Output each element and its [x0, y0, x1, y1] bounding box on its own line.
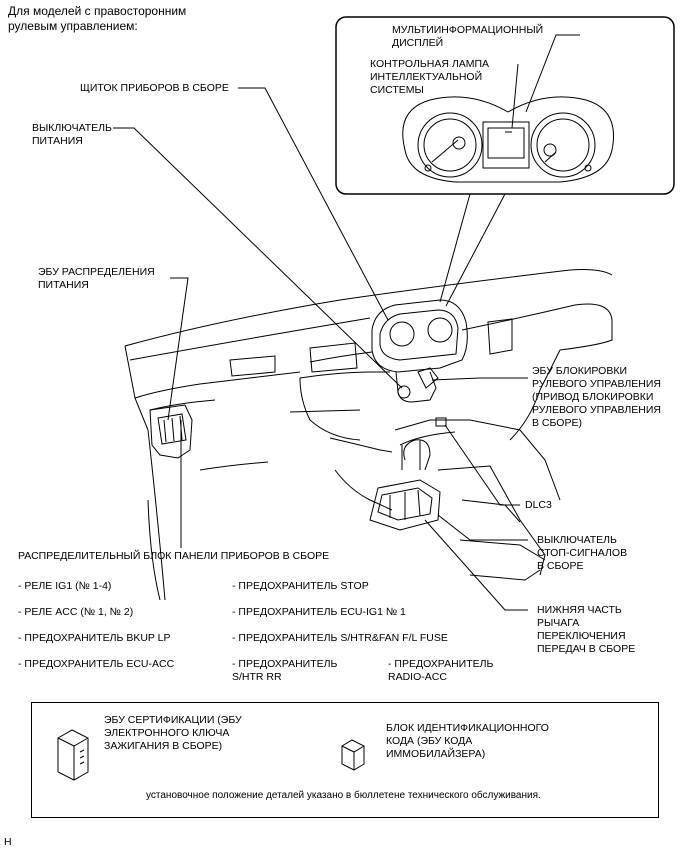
label-steering-lock-5: В СБОРЕ) — [532, 417, 582, 429]
label-shift-lever-2: РЫЧАГА — [537, 617, 580, 629]
certification-ecu-icon — [57, 729, 89, 781]
cert-ecu-label-2: ЭЛЕКТРОННОГО КЛЮЧА — [104, 727, 230, 739]
junction-item-fuse-shtr-fan: - ПРЕДОХРАНИТЕЛЬ S/HTR&FAN F/L FUSE — [232, 632, 448, 644]
header-line-2: рулевым управлением: — [8, 19, 138, 33]
label-smart-lamp-1: КОНТРОЛЬНАЯ ЛАМПА — [370, 58, 490, 70]
label-stop-switch-3: В СБОРЕ — [537, 560, 584, 572]
label-power-switch-2: ПИТАНИЯ — [32, 135, 83, 147]
cert-ecu-label-1: ЭБУ СЕРТИФИКАЦИИ (ЭБУ — [104, 714, 242, 726]
leader-dlc3 — [444, 424, 520, 506]
label-shift-lever-4: ПЕРЕДАЧ В СБОРЕ — [537, 643, 636, 655]
label-power-switch-1: ВЫКЛЮЧАТЕЛЬ — [32, 122, 112, 134]
air-vent-left — [309, 342, 358, 373]
shift-knob — [403, 439, 431, 471]
leader-steering-lock — [431, 377, 528, 381]
junction-item-fuse-stop: - ПРЕДОХРАНИТЕЛЬ STOP — [232, 580, 369, 592]
power-switch-knob — [397, 385, 411, 399]
junction-item-fuse-bkup: - ПРЕДОХРАНИТЕЛЬ BKUP LP — [18, 632, 171, 644]
junction-item-fuse-radio-1: - ПРЕДОХРАНИТЕЛЬ — [388, 658, 494, 670]
junction-item-relay-ig1: - РЕЛЕ IG1 (№ 1-4) — [18, 580, 112, 592]
footer-box — [31, 702, 659, 818]
label-multi-display-2: ДИСПЛЕЙ — [392, 37, 444, 49]
junction-item-relay-acc: - РЕЛЕ ACC (№ 1, № 2) — [18, 606, 134, 618]
label-shift-lever-3: ПЕРЕКЛЮЧЕНИЯ — [537, 630, 626, 642]
junction-item-fuse-shtr-rr-2: S/HTR RR — [232, 671, 282, 683]
label-steering-lock-1: ЭБУ БЛОКИРОВКИ — [532, 365, 628, 377]
junction-block-shape — [149, 404, 193, 459]
junction-item-fuse-shtr-rr-1: - ПРЕДОХРАНИТЕЛЬ — [232, 658, 338, 670]
id-code-box-icon — [341, 739, 365, 771]
label-combination-meter: ЩИТОК ПРИБОРОВ В СБОРЕ — [80, 82, 229, 94]
leader-power-switch — [113, 127, 403, 389]
leader-power-ecu — [167, 277, 189, 421]
label-power-ecu-2: ПИТАНИЯ — [38, 279, 89, 291]
inset-pointer-right — [445, 193, 506, 307]
dashboard-body — [124, 269, 613, 601]
shift-lever-assembly — [369, 479, 441, 531]
label-steering-lock-3: (ПРИВОД БЛОКИРОВКИ — [532, 391, 654, 403]
id-box-label-2: КОДА (ЭБУ КОДА — [386, 735, 473, 747]
footer-icons — [57, 729, 365, 781]
label-shift-lever-1: НИЖНЯЯ ЧАСТЬ — [537, 604, 622, 616]
label-stop-switch-2: СТОП-СИГНАЛОВ — [537, 547, 628, 559]
combination-meter-shape — [371, 299, 468, 373]
label-steering-lock-4: РУЛЕВОГО УПРАВЛЕНИЯ — [532, 404, 662, 416]
leader-multi-display — [525, 34, 580, 113]
cert-ecu-label-3: ЗАЖИГАНИЯ В СБОРЕ) — [104, 740, 223, 752]
id-box-label-3: ИММОБИЛАЙЗЕРА) — [386, 748, 486, 760]
label-smart-lamp-2: ИНТЕЛЛЕКТУАЛЬНОЙ — [370, 71, 483, 83]
inset-frame — [335, 16, 675, 195]
label-stop-switch-1: ВЫКЛЮЧАТЕЛЬ — [537, 534, 617, 546]
label-junction-block: РАСПРЕДЕЛИТЕЛЬНЫЙ БЛОК ПАНЕЛИ ПРИБОРОВ В… — [18, 550, 330, 562]
steering-lock-ecu — [417, 367, 439, 389]
leader-combination-meter — [238, 87, 389, 321]
gauge-cluster-icon — [402, 96, 614, 183]
header-line-1: Для моделей с правосторонним — [8, 4, 187, 18]
label-smart-lamp-3: СИСТЕМЫ — [370, 84, 424, 96]
leader-shift-lever — [424, 519, 528, 611]
leader-stop-switch — [437, 514, 528, 541]
footer-note: установочное положение деталей указано в… — [146, 790, 541, 801]
label-multi-display-1: МУЛЬТИИНФОРМАЦИОННЫЙ — [392, 24, 544, 36]
label-dlc3: DLC3 — [525, 499, 552, 511]
dlc3-connector — [435, 417, 447, 427]
id-box-label-1: БЛОК ИДЕНТИФИКАЦИОННОГО — [386, 722, 549, 734]
corner-mark: H — [4, 836, 12, 848]
label-power-ecu-1: ЭБУ РАСПРЕДЕЛЕНИЯ — [38, 266, 155, 278]
junction-item-fuse-ecu-acc: - ПРЕДОХРАНИТЕЛЬ ECU-ACC — [18, 658, 175, 670]
leader-smart-lamp — [511, 63, 519, 129]
label-steering-lock-2: РУЛЕВОГО УПРАВЛЕНИЯ — [532, 378, 662, 390]
air-vent-right — [487, 318, 513, 355]
junction-item-fuse-ecu-ig1: - ПРЕДОХРАНИТЕЛЬ ECU-IG1 № 1 — [232, 606, 406, 618]
junction-item-fuse-radio-2: RADIO-ACC — [388, 671, 447, 683]
inset-pointer-left — [439, 193, 471, 303]
